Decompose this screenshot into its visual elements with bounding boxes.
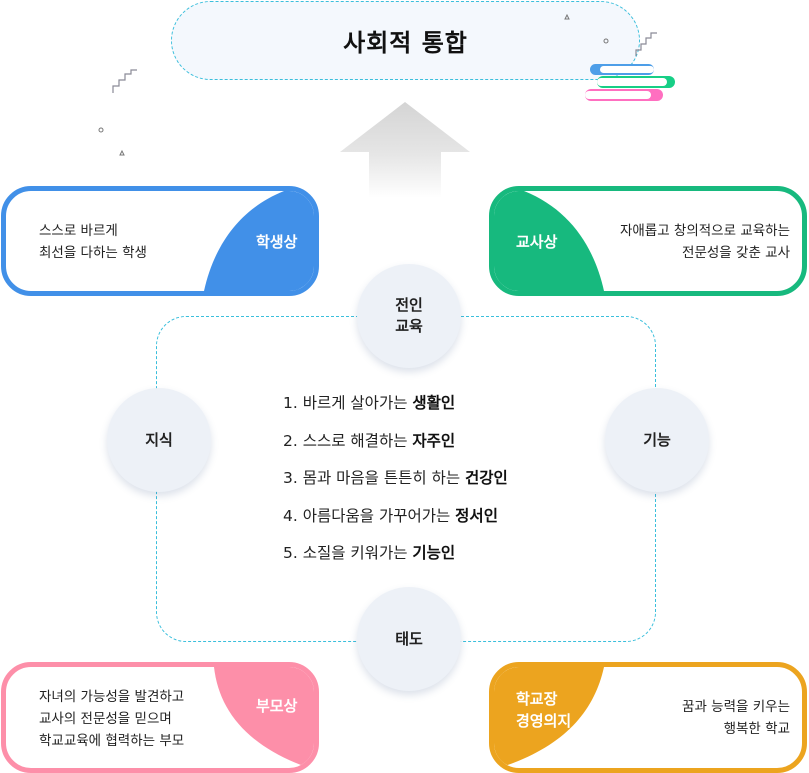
list-item-keyword: 건강인 bbox=[465, 469, 508, 487]
triangle-icon bbox=[564, 13, 570, 20]
wedge-shape bbox=[494, 191, 604, 291]
stairs-icon bbox=[635, 32, 657, 56]
desc-line: 최선을 다하는 학생 bbox=[39, 245, 147, 261]
circle-label: 지식 bbox=[145, 430, 173, 449]
desc-line: 스스로 바르게 bbox=[39, 223, 118, 239]
list-item-text: 5. 소질을 키워가는 bbox=[283, 544, 413, 562]
list-item-text: 1. 바르게 살아가는 bbox=[283, 394, 413, 412]
wedge-shape bbox=[204, 191, 314, 291]
circle-icon bbox=[98, 127, 104, 133]
card-teacher-tag: 교사상 bbox=[516, 233, 558, 251]
books-icon bbox=[585, 64, 675, 101]
desc-line: 전문성을 갖춘 교사 bbox=[682, 245, 790, 261]
card-student-tag: 학생상 bbox=[256, 233, 298, 251]
wedge-shape bbox=[214, 667, 314, 768]
list-item-text: 3. 몸과 마음을 튼튼히 하는 bbox=[283, 469, 466, 487]
circle-line: 전인 bbox=[395, 296, 423, 314]
circle-line: 교육 bbox=[395, 317, 423, 335]
circle-label: 기능 bbox=[643, 430, 671, 449]
tag-line: 학교장 bbox=[516, 690, 558, 708]
card-student-desc: 스스로 바르게 최선을 다하는 학생 bbox=[39, 220, 147, 264]
card-parent-tag: 부모상 bbox=[256, 697, 298, 715]
circle-label: 태도 bbox=[395, 629, 423, 648]
wedge-shape bbox=[494, 667, 604, 768]
card-parent: 자녀의 가능성을 발견하고 교사의 전문성을 믿으며 학교교육에 협력하는 부모… bbox=[1, 662, 319, 773]
desc-line: 자녀의 가능성을 발견하고 bbox=[39, 689, 185, 705]
card-parent-desc: 자녀의 가능성을 발견하고 교사의 전문성을 믿으며 학교교육에 협력하는 부모 bbox=[39, 686, 184, 752]
up-arrow-icon bbox=[340, 102, 470, 198]
desc-line: 꿈과 능력을 키우는 bbox=[682, 699, 790, 715]
card-teacher: 교사상 자애롭고 창의적으로 교육하는 전문성을 갖춘 교사 bbox=[489, 186, 807, 296]
triangle-icon bbox=[119, 149, 125, 156]
tag-line: 경영의지 bbox=[516, 712, 572, 730]
circle-holistic-education: 전인 교육 bbox=[357, 264, 461, 368]
desc-line: 행복한 학교 bbox=[723, 721, 790, 737]
list-item: 5. 소질을 키워가는 기능인 bbox=[283, 540, 508, 578]
circle-attitude: 태도 bbox=[357, 587, 461, 691]
desc-line: 학교교육에 협력하는 부모 bbox=[39, 733, 185, 749]
desc-line: 자애롭고 창의적으로 교육하는 bbox=[619, 223, 790, 239]
list-item: 1. 바르게 살아가는 생활인 bbox=[283, 390, 508, 428]
list-item: 3. 몸과 마음을 튼튼히 하는 건강인 bbox=[283, 465, 508, 503]
goals-list: 1. 바르게 살아가는 생활인 2. 스스로 해결하는 자주인 3. 몸과 마음… bbox=[283, 390, 508, 578]
list-item: 2. 스스로 해결하는 자주인 bbox=[283, 428, 508, 466]
stairs-icon bbox=[112, 69, 137, 93]
list-item-keyword: 생활인 bbox=[412, 394, 456, 412]
card-school-desc: 꿈과 능력을 키우는 행복한 학교 bbox=[682, 696, 790, 740]
list-item-keyword: 기능인 bbox=[412, 544, 456, 562]
desc-line: 교사의 전문성을 믿으며 bbox=[39, 711, 172, 727]
list-item-text: 4. 아름다움을 가꾸어가는 bbox=[283, 506, 456, 525]
goal-title: 사회적 통합 bbox=[343, 29, 468, 57]
card-school-tag: 학교장 경영의지 bbox=[516, 688, 571, 732]
list-item: 4. 아름다움을 가꾸어가는 정서인 bbox=[283, 503, 508, 541]
circle-knowledge: 지식 bbox=[107, 388, 211, 492]
list-item-text: 2. 스스로 해결하는 bbox=[283, 431, 413, 450]
card-school: 학교장 경영의지 꿈과 능력을 키우는 행복한 학교 bbox=[489, 662, 807, 773]
circle-icon bbox=[603, 38, 609, 44]
card-teacher-desc: 자애롭고 창의적으로 교육하는 전문성을 갖춘 교사 bbox=[620, 220, 790, 264]
goal-box: 사회적 통합 bbox=[171, 1, 640, 80]
list-item-keyword: 정서인 bbox=[455, 506, 498, 525]
circle-skill: 기능 bbox=[605, 388, 709, 492]
list-item-keyword: 자주인 bbox=[412, 431, 456, 450]
card-student: 스스로 바르게 최선을 다하는 학생 학생상 bbox=[1, 186, 319, 296]
